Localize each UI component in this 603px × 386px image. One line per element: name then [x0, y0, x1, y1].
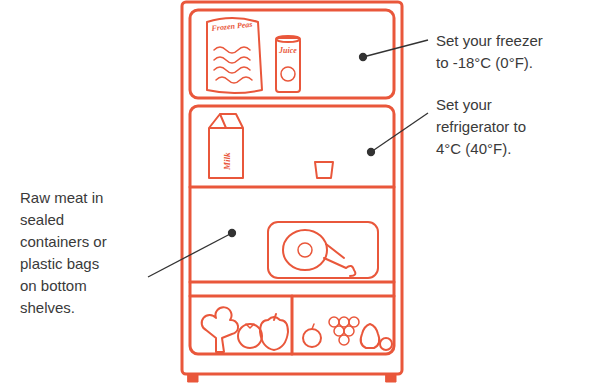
leader-dot [368, 149, 375, 156]
freezer-compartment [190, 10, 394, 98]
ham [283, 230, 327, 270]
leader-line [371, 113, 428, 152]
ham-bone [298, 243, 312, 257]
tomato-stem [246, 324, 254, 328]
shelf [190, 281, 394, 284]
fridge-foot [386, 374, 396, 382]
grapes [329, 317, 359, 345]
fridge-foot [188, 374, 198, 382]
yogurt-cup [315, 162, 333, 178]
pear [361, 324, 380, 348]
ham-shank [324, 244, 355, 276]
leader-line [363, 40, 428, 57]
shelf [190, 186, 394, 189]
fridge-body [182, 2, 402, 374]
meat-container [268, 222, 378, 278]
package-label: Milk [222, 152, 232, 170]
leader-dot [229, 230, 236, 237]
leader-line [148, 233, 232, 277]
lemon [380, 338, 392, 350]
pepper [260, 314, 288, 350]
juice-can [276, 38, 300, 92]
tomato [238, 324, 262, 348]
peas-bag [207, 18, 262, 93]
crisper-divider [291, 296, 294, 354]
fruit-slice [281, 67, 295, 81]
fridge-compartment [190, 106, 394, 354]
package-label: Juice [279, 46, 297, 56]
milk-carton [209, 114, 243, 178]
peas-pattern [214, 47, 252, 83]
can-top [276, 36, 300, 42]
temperature-note: Set your freezer to -18°C (0°F). [436, 30, 551, 74]
grape [339, 335, 349, 345]
leader-dot [360, 54, 367, 61]
temperature-note: Set your refrigerator to 4°C (40°F). [436, 94, 541, 160]
broccoli [202, 307, 238, 352]
apple-stem [312, 324, 314, 329]
apple [303, 329, 321, 347]
storage-note: Raw meat in sealed containers or plastic… [20, 187, 108, 319]
